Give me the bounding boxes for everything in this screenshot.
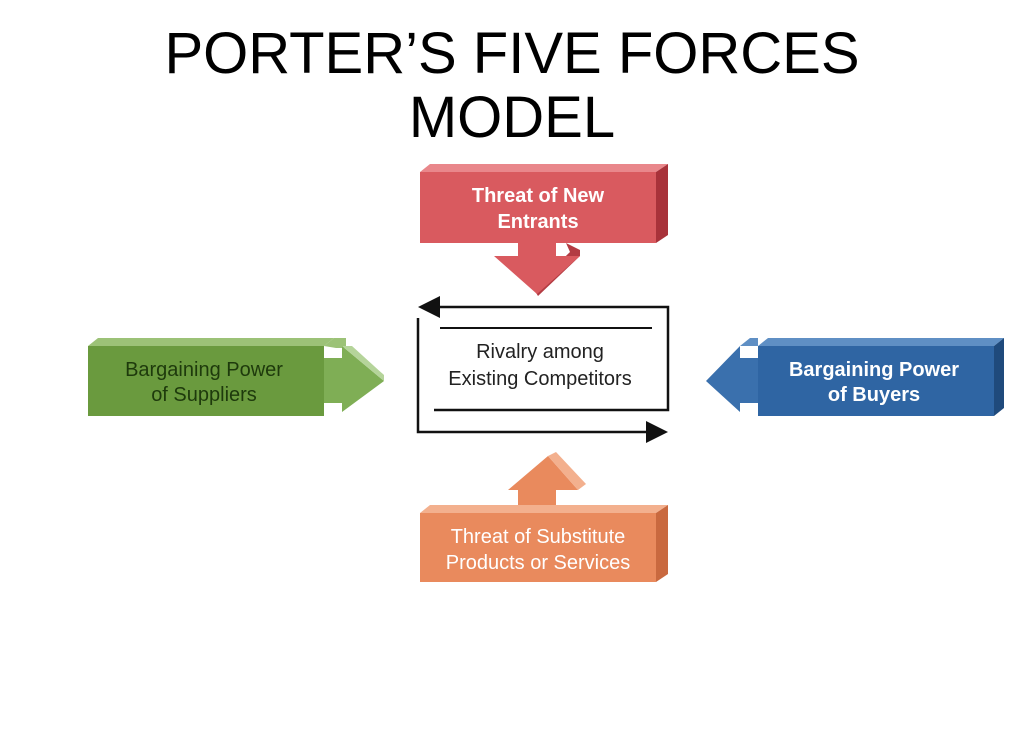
- substitutes-arrow-side: [548, 452, 586, 490]
- rivalry-arrowhead-right: [646, 421, 668, 443]
- suppliers-arrow-highlight: [342, 346, 384, 381]
- title-line-1: PORTER’S FIVE FORCES: [164, 21, 860, 86]
- new-entrants-force: Threat of New Entrants: [420, 164, 668, 296]
- new-entrants-box: [420, 172, 656, 243]
- substitutes-force: Threat of Substitute Products or Service…: [420, 452, 668, 582]
- buyers-label-1: Bargaining Power: [789, 359, 959, 381]
- buyers-arrow-top: [740, 338, 758, 346]
- rivalry-force: Rivalry among Existing Competitors: [416, 296, 670, 443]
- new-entrants-box-side: [656, 164, 668, 243]
- rivalry-bracket-left: [416, 318, 652, 434]
- suppliers-arrow-top: [324, 338, 346, 348]
- buyers-box-side: [994, 338, 1004, 416]
- substitutes-box-top: [420, 505, 668, 513]
- suppliers-force: Bargaining Power of Suppliers: [88, 338, 384, 416]
- title-line-2: MODEL: [408, 85, 616, 150]
- new-entrants-label-1: Threat of New: [472, 185, 605, 207]
- buyers-arrow: [706, 346, 758, 412]
- substitutes-box: [420, 513, 656, 582]
- rivalry-arrowhead-left: [418, 296, 440, 318]
- buyers-box: [758, 346, 994, 416]
- substitutes-arrow: [508, 456, 578, 513]
- substitutes-label-1: Threat of Substitute: [451, 526, 626, 548]
- slide-title: PORTER’S FIVE FORCES MODEL: [0, 22, 1024, 150]
- suppliers-arrow: [324, 346, 384, 412]
- suppliers-label-2: of Suppliers: [151, 384, 257, 406]
- buyers-force: Bargaining Power of Buyers: [706, 338, 1004, 416]
- rivalry-label-1: Rivalry among: [476, 341, 604, 363]
- new-entrants-arrow: [494, 243, 580, 294]
- suppliers-label-1: Bargaining Power: [125, 359, 283, 381]
- rivalry-label-2: Existing Competitors: [448, 368, 631, 390]
- suppliers-box-top: [88, 338, 334, 346]
- new-entrants-label-2: Entrants: [497, 211, 578, 233]
- buyers-box-top: [758, 338, 1004, 346]
- suppliers-box: [88, 346, 324, 416]
- new-entrants-box-top: [420, 164, 668, 172]
- buyers-label-2: of Buyers: [828, 384, 920, 406]
- substitutes-label-2: Products or Services: [446, 552, 631, 574]
- substitutes-box-side: [656, 505, 668, 582]
